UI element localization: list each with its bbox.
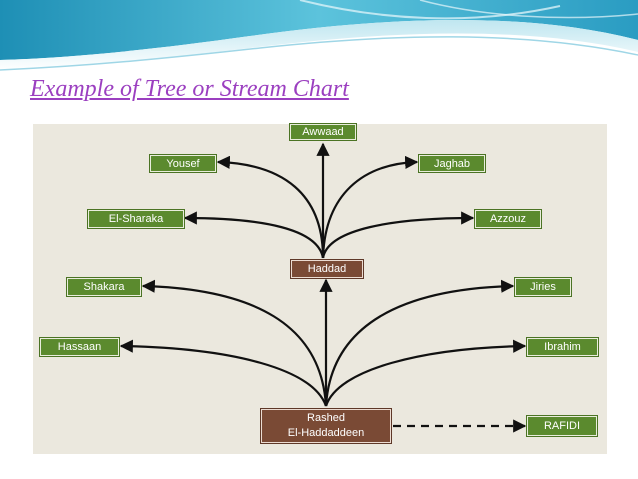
slide-title: Example of Tree or Stream Chart	[30, 76, 349, 102]
node-rashed-el-haddaddeen: Rashed El-Haddaddeen	[261, 409, 391, 443]
node-rafidi: RAFIDI	[527, 416, 597, 436]
root-label-line1: Rashed	[307, 412, 345, 424]
header-wave-decoration	[0, 0, 638, 71]
edge-haddad-jaghab	[321, 155, 419, 259]
edge-root-jiries	[324, 279, 515, 407]
node-awwaad: Awwaad	[290, 124, 356, 140]
node-jiries: Jiries	[515, 278, 571, 296]
edge-root-shakara	[141, 279, 328, 407]
node-shakara: Shakara	[67, 278, 141, 296]
node-jaghab: Jaghab	[419, 155, 485, 172]
edge-haddad-el-sharaka	[183, 211, 325, 259]
edge-haddad-azzouz	[321, 211, 475, 259]
tree-diagram: Awwaad Yousef Jaghab El-Sharaka Azzouz H…	[33, 124, 607, 454]
node-azzouz: Azzouz	[475, 210, 541, 228]
node-ibrahim: Ibrahim	[527, 338, 598, 356]
edge-root-hassaan	[119, 339, 328, 407]
diagram-edges	[119, 142, 527, 433]
node-el-sharaka: El-Sharaka	[88, 210, 184, 228]
root-label-line2: El-Haddaddeen	[287, 427, 365, 439]
node-hassaan: Hassaan	[40, 338, 119, 356]
node-yousef: Yousef	[150, 155, 216, 172]
edge-root-ibrahim	[324, 339, 527, 407]
edge-haddad-yousef	[216, 155, 325, 259]
node-haddad: Haddad	[291, 260, 363, 278]
